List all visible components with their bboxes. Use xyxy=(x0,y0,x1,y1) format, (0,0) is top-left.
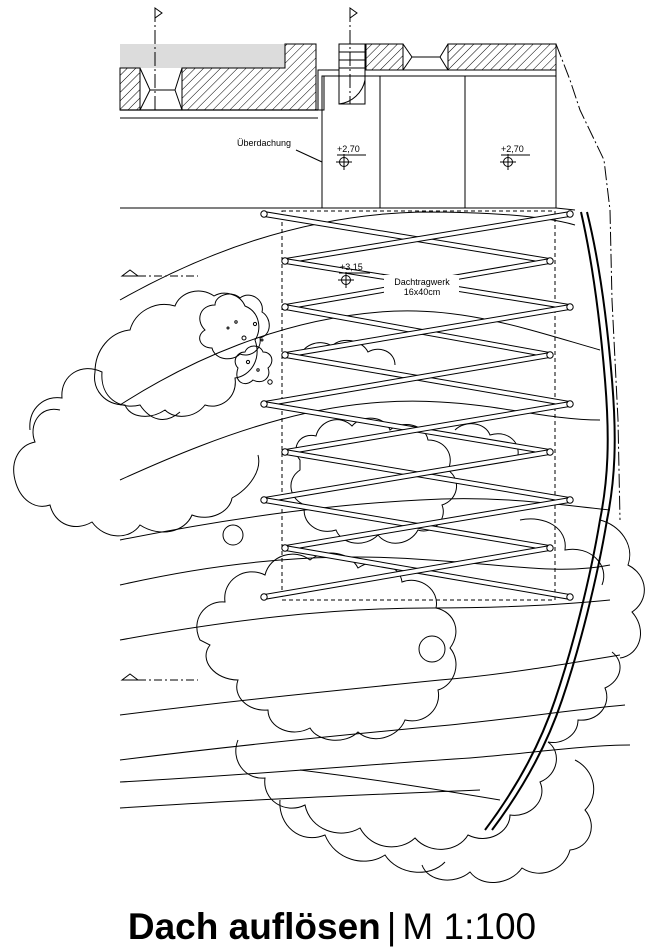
section-marker-bottom xyxy=(120,673,198,681)
roof-lattice xyxy=(260,210,574,601)
tree-canopy-top-left xyxy=(199,293,273,385)
lattice-joint xyxy=(281,448,289,456)
lattice-joint xyxy=(566,400,574,408)
tree-canopy-large xyxy=(196,518,645,884)
path-edge xyxy=(484,43,621,831)
section-marker-top xyxy=(120,269,198,277)
lattice-joint xyxy=(281,257,289,265)
level-marker-roof xyxy=(338,272,370,288)
level-marker-left xyxy=(336,154,366,170)
lattice-joint xyxy=(281,351,289,359)
lattice-joint xyxy=(546,448,554,456)
lattice-joint xyxy=(260,400,268,408)
lattice-joint xyxy=(281,303,289,311)
existing-building xyxy=(119,7,557,119)
caption-separator: | xyxy=(386,906,397,947)
level-left-value: +2,70 xyxy=(337,144,360,154)
lattice-joint xyxy=(546,351,554,359)
caption-title: Dach auflösen xyxy=(127,906,381,947)
lattice-joint xyxy=(566,593,574,601)
lattice-joint xyxy=(281,544,289,552)
canopy xyxy=(120,75,576,211)
lattice-joint xyxy=(546,257,554,265)
lattice-joint xyxy=(566,303,574,311)
site-plan-drawing: Überdachung +2,70 +2,70 xyxy=(13,7,645,884)
lattice-joint xyxy=(260,210,268,218)
canopy-label: Überdachung xyxy=(237,138,291,148)
structure-name: Dachtragwerk xyxy=(394,277,450,287)
caption-scale: M 1:100 xyxy=(402,906,537,947)
level-marker-right xyxy=(500,154,530,170)
drawing-caption: Dach auflösen|M 1:100 xyxy=(0,902,664,952)
lattice-joint xyxy=(566,210,574,218)
structure-label-mask xyxy=(384,275,459,299)
lattice-joint xyxy=(260,496,268,504)
level-roof-value: +3,15 xyxy=(340,262,363,272)
structure-size: 16x40cm xyxy=(404,287,441,297)
lattice-joint xyxy=(260,593,268,601)
tree-canopy-left xyxy=(13,290,260,546)
lattice-joint xyxy=(566,496,574,504)
level-right-value: +2,70 xyxy=(501,144,524,154)
lattice-joint xyxy=(546,544,554,552)
